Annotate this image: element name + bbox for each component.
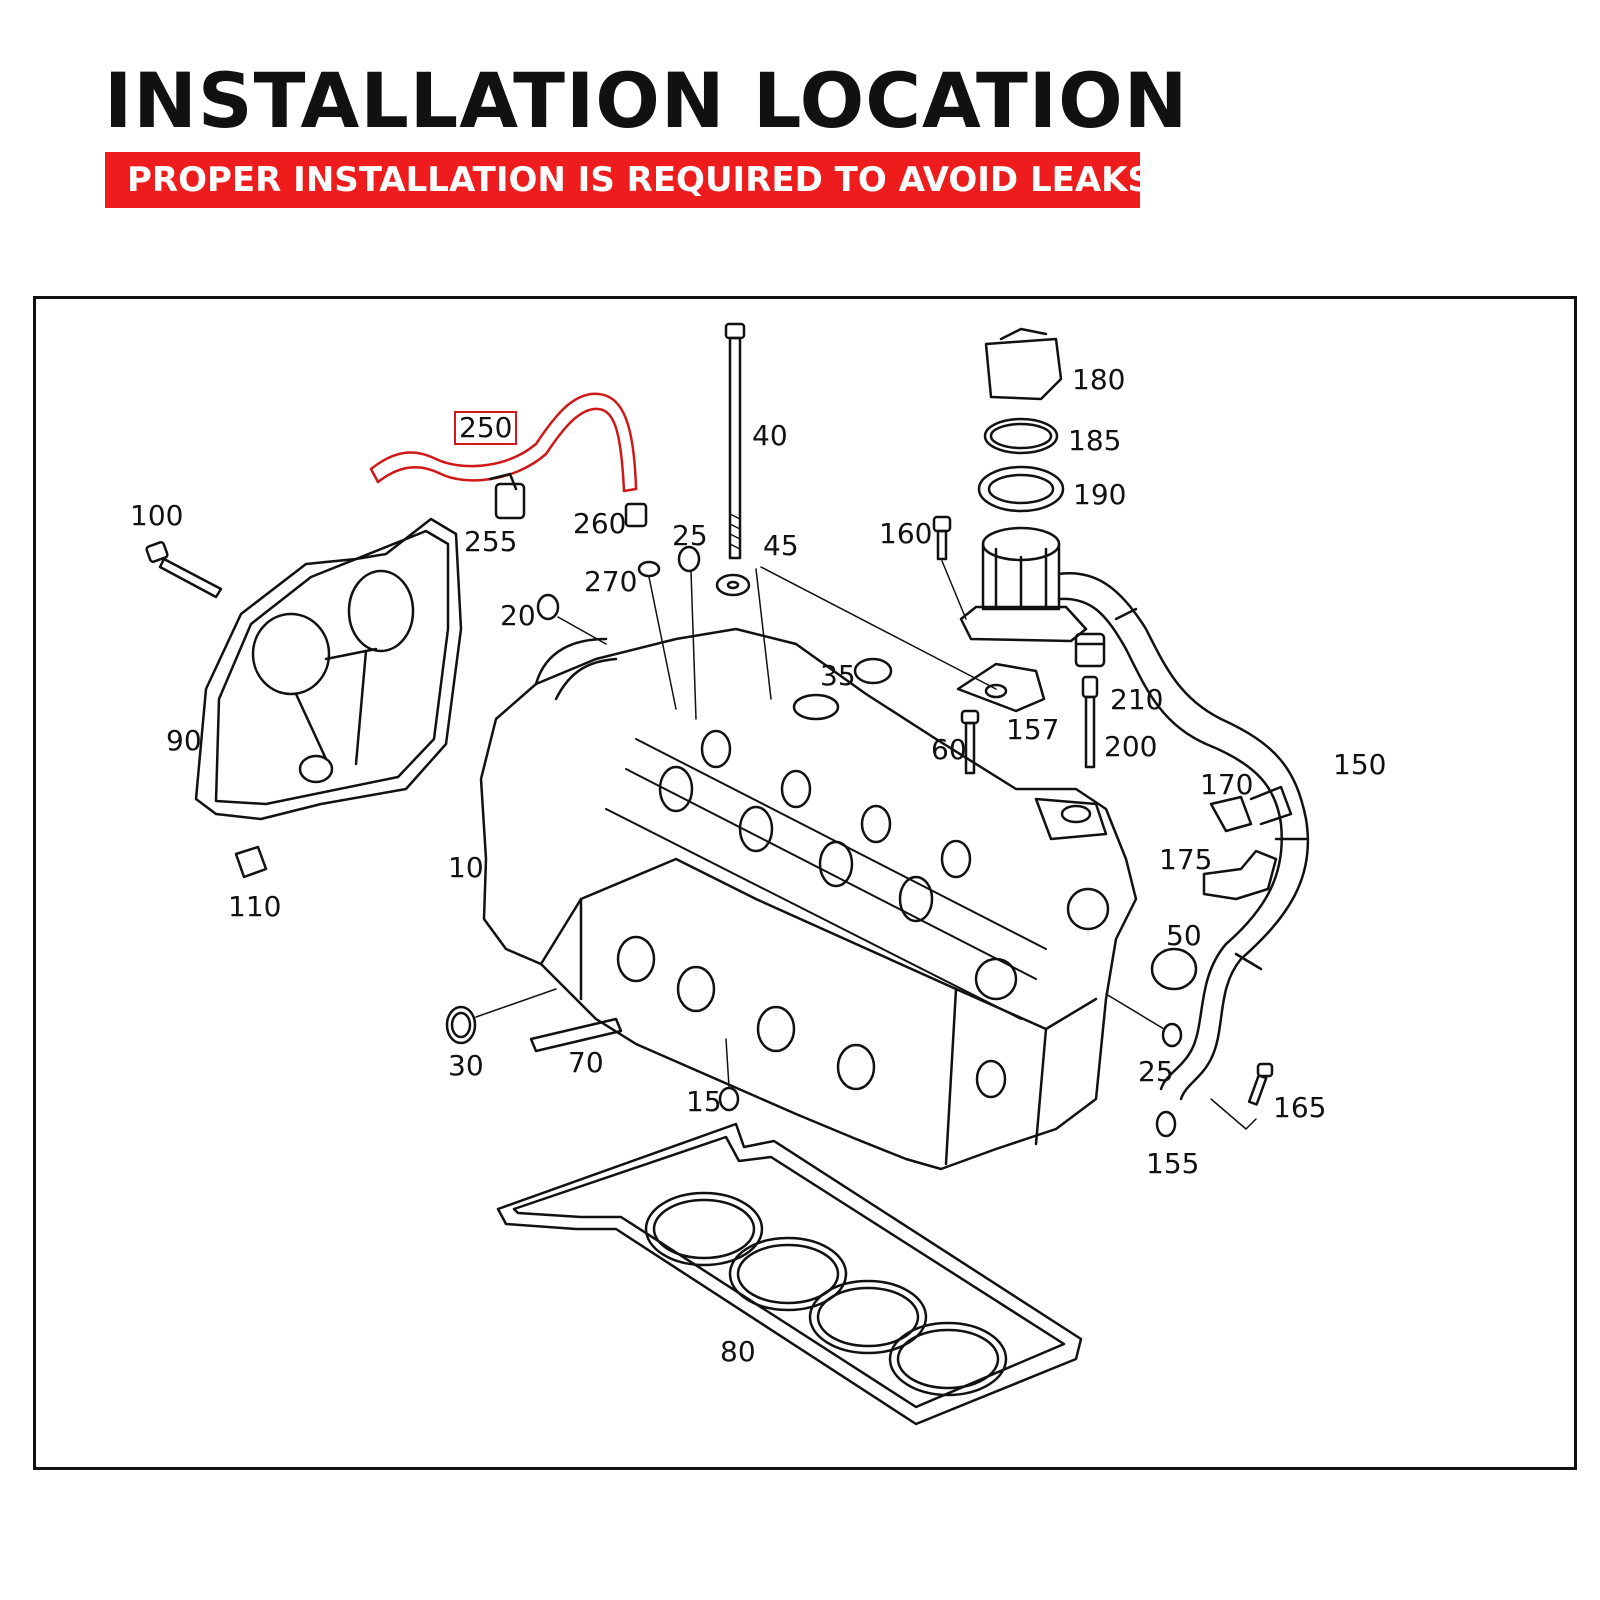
- cylinder-head-10: [479, 627, 1138, 1171]
- callout-155: 155: [1146, 1147, 1200, 1180]
- callout-10: 10: [448, 851, 484, 884]
- diagram-frame: 250 255 260 270 25 20 40 45 180 185 190 …: [33, 296, 1577, 1470]
- exploded-engine-diagram: [145, 322, 1310, 1426]
- callout-25-top: 25: [672, 519, 708, 552]
- callout-110: 110: [228, 890, 282, 923]
- callout-90: 90: [166, 724, 202, 757]
- callout-165: 165: [1273, 1091, 1327, 1124]
- seal-190: [977, 465, 1065, 513]
- breather-hose-250: [369, 392, 638, 493]
- callout-255: 255: [464, 525, 518, 558]
- callout-100: 100: [130, 499, 184, 532]
- washer-270: [637, 560, 661, 578]
- callout-60: 60: [931, 733, 967, 766]
- dowel-110: [234, 845, 268, 879]
- plug-210: [1074, 632, 1106, 668]
- coolant-hose-150: [1057, 572, 1310, 1101]
- filler-neck-housing: [959, 526, 1088, 643]
- callout-250: 250: [454, 411, 518, 445]
- head-gasket-80: [496, 1122, 1083, 1426]
- gasket-157: [956, 662, 1046, 713]
- ring-25-top: [677, 545, 701, 573]
- callout-210: 210: [1110, 683, 1164, 716]
- cap-50: [1150, 947, 1198, 991]
- sensor-200: [1081, 675, 1099, 769]
- dowel-15: [718, 1086, 740, 1112]
- filler-cap-180: [984, 327, 1063, 401]
- seal-30: [445, 1005, 477, 1045]
- washer-45: [715, 573, 751, 597]
- callout-70: 70: [568, 1046, 604, 1079]
- bracket-175: [1202, 849, 1278, 901]
- callout-175: 175: [1159, 843, 1213, 876]
- callout-50: 50: [1166, 919, 1202, 952]
- ring-20: [536, 593, 560, 621]
- callout-180: 180: [1072, 363, 1126, 396]
- warning-banner: PROPER INSTALLATION IS REQUIRED TO AVOID…: [105, 152, 1140, 208]
- bolt-60: [960, 709, 980, 775]
- callout-20: 20: [500, 599, 536, 632]
- timing-cover-90: [194, 517, 463, 821]
- washer-155: [1155, 1110, 1177, 1138]
- callout-45: 45: [763, 529, 799, 562]
- plug-35: [853, 657, 893, 685]
- pin-70: [529, 1017, 623, 1053]
- fitting-260: [624, 502, 648, 528]
- ring-25-bottom: [1161, 1022, 1183, 1048]
- callout-200: 200: [1104, 730, 1158, 763]
- callout-30: 30: [448, 1049, 484, 1082]
- callout-260: 260: [573, 507, 627, 540]
- callout-170: 170: [1200, 768, 1254, 801]
- clip-255: [488, 472, 526, 520]
- bolt-100: [145, 540, 223, 599]
- bolt-160: [932, 515, 952, 561]
- callout-157: 157: [1006, 713, 1060, 746]
- head-bolt-40: [724, 322, 746, 560]
- callout-40: 40: [752, 419, 788, 452]
- clip-170: [1209, 785, 1293, 833]
- callout-35: 35: [820, 659, 856, 692]
- callout-190: 190: [1073, 478, 1127, 511]
- page-title: INSTALLATION LOCATION: [104, 56, 1189, 145]
- callout-150: 150: [1333, 748, 1387, 781]
- callout-80: 80: [720, 1335, 756, 1368]
- callout-25-bottom: 25: [1138, 1055, 1174, 1088]
- bolt-165: [1247, 1062, 1274, 1106]
- callout-185: 185: [1068, 424, 1122, 457]
- callout-270: 270: [584, 565, 638, 598]
- o-ring-185: [983, 417, 1059, 455]
- callout-160: 160: [879, 517, 933, 550]
- callout-15: 15: [686, 1085, 722, 1118]
